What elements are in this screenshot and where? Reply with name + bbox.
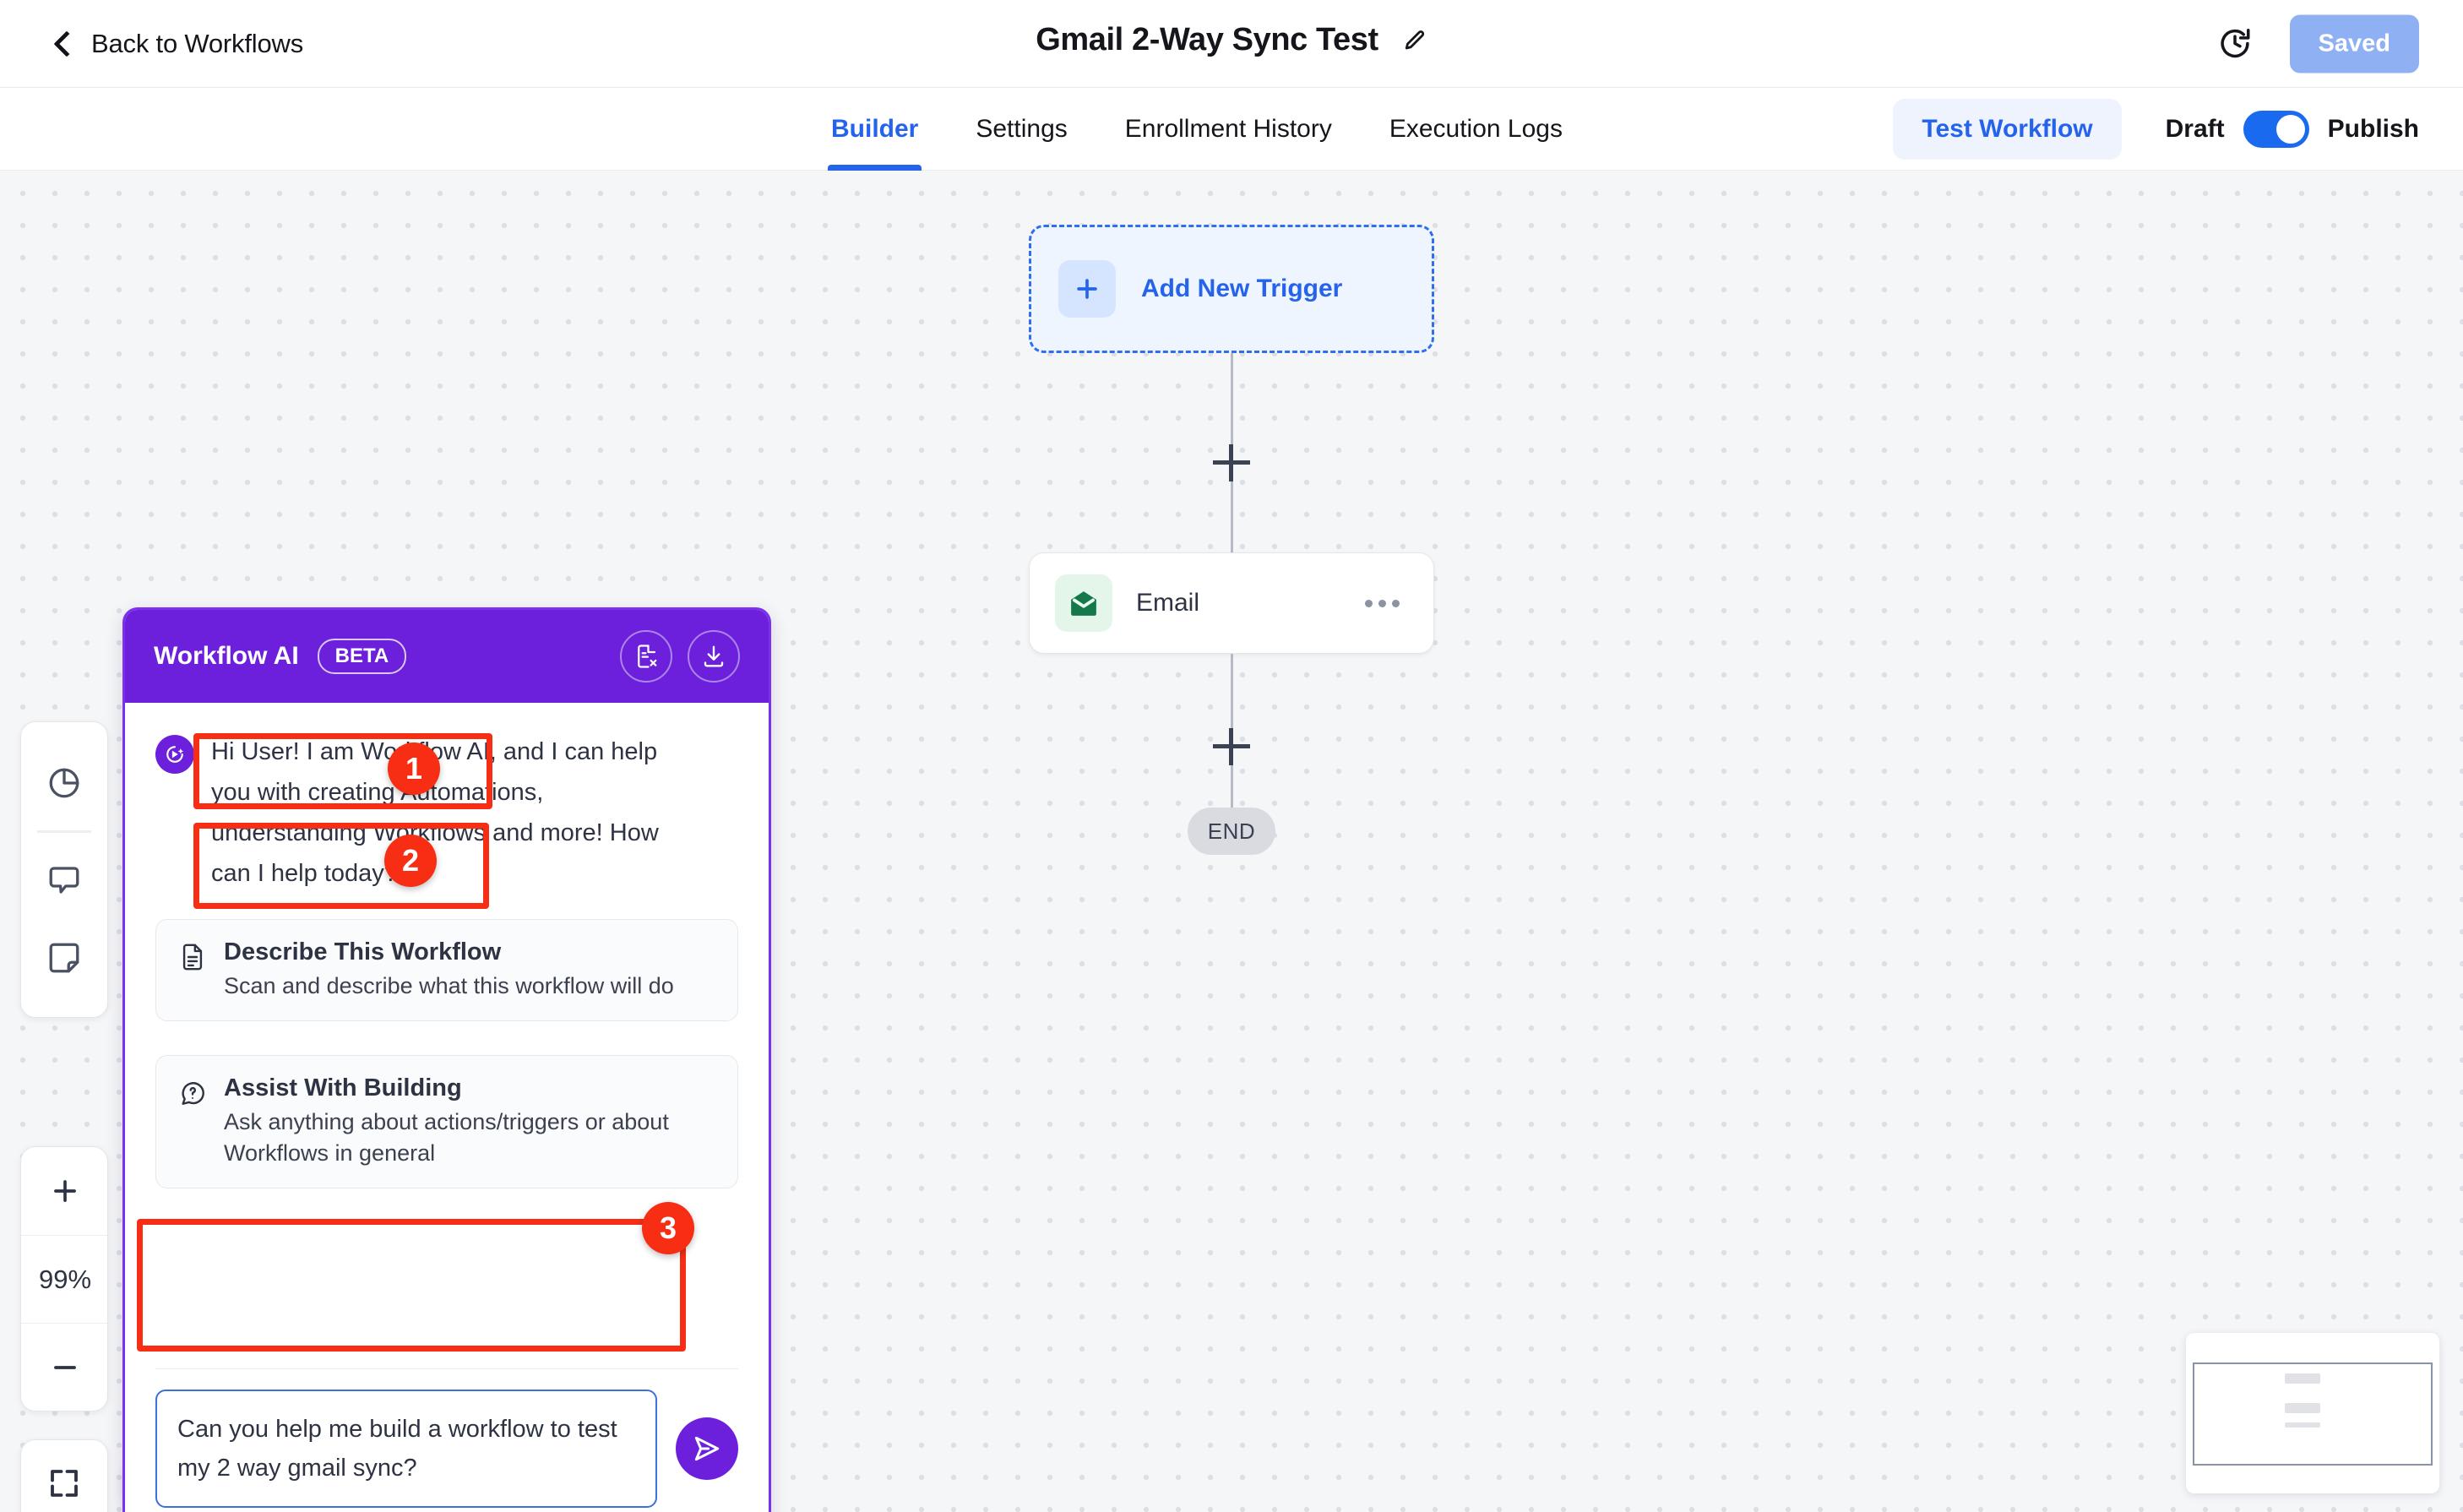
chat-input[interactable] [155, 1390, 657, 1508]
add-new-trigger-node[interactable]: Add New Trigger [1029, 225, 1434, 353]
zoom-controls: 99% [20, 1146, 108, 1411]
email-node-label: Email [1136, 589, 1200, 617]
connector-line [1230, 654, 1233, 728]
workflow-ai-header-actions [620, 630, 740, 683]
connector-line [1230, 353, 1233, 444]
tab-settings[interactable]: Settings [976, 115, 1068, 143]
tab-execution-logs[interactable]: Execution Logs [1389, 115, 1563, 143]
add-new-trigger-label: Add New Trigger [1141, 275, 1343, 302]
add-step-icon-2[interactable] [1213, 728, 1250, 765]
tab-bar-actions: Test Workflow Draft Publish [1893, 98, 2419, 160]
envelope-icon [1055, 574, 1112, 632]
workflow-title-group: Gmail 2-Way Sync Test [1036, 22, 1427, 58]
back-to-workflows-link[interactable]: Back to Workflows [53, 28, 303, 59]
minimap-node [2285, 1373, 2320, 1384]
document-text-icon [178, 943, 207, 1002]
chat-input-row [155, 1390, 738, 1508]
assist-card-title: Assist With Building [224, 1074, 462, 1101]
ellipsis-icon[interactable] [1357, 591, 1408, 616]
assist-card-text: Assist With Building Ask anything about … [224, 1074, 715, 1169]
clock-history-icon[interactable] [2217, 26, 2253, 62]
save-status-button[interactable]: Saved [2289, 14, 2419, 73]
assist-card-subtitle: Ask anything about actions/triggers or a… [224, 1109, 669, 1166]
page-title: Gmail 2-Way Sync Test [1036, 21, 1378, 57]
describe-card-title: Describe This Workflow [224, 938, 502, 965]
canvas-minimap[interactable] [2186, 1333, 2439, 1493]
test-workflow-button[interactable]: Test Workflow [1893, 98, 2122, 160]
divider [155, 1368, 738, 1369]
workflow-ai-body: Hi User! I am Workflow AI, and I can hel… [125, 703, 769, 1368]
zoom-in-button[interactable] [21, 1147, 107, 1235]
ai-greeting-text: Hi User! I am Workflow AI, and I can hel… [211, 738, 659, 887]
workflow-ai-avatar-icon [155, 735, 194, 774]
publish-toggle[interactable] [2243, 110, 2309, 148]
back-to-workflows-label: Back to Workflows [91, 28, 303, 58]
tab-builder[interactable]: Builder [802, 88, 947, 171]
tab-list: Builder Settings Enrollment History Exec… [802, 88, 1591, 171]
canvas-tools-panel [20, 721, 108, 1018]
note-icon[interactable] [20, 919, 108, 997]
document-clear-icon[interactable] [620, 630, 672, 683]
describe-card-subtitle: Scan and describe what this workflow wil… [224, 973, 674, 998]
tab-enrollment-history[interactable]: Enrollment History [1124, 115, 1332, 143]
tab-bar: Builder Settings Enrollment History Exec… [0, 88, 2463, 171]
zoom-out-button[interactable] [21, 1323, 107, 1411]
zoom-level-value: 99% [38, 1264, 92, 1294]
end-node: END [1188, 808, 1275, 855]
comment-icon[interactable] [20, 841, 108, 919]
minimap-node [2285, 1422, 2320, 1428]
pie-chart-icon[interactable] [20, 744, 108, 822]
top-bar: Back to Workflows Gmail 2-Way Sync Test … [0, 0, 2463, 88]
zoom-level-display: 99% [21, 1235, 107, 1323]
publish-label: Publish [2327, 114, 2419, 143]
draft-publish-toggle-group: Draft Publish [2165, 110, 2419, 148]
minimap-node [2285, 1403, 2320, 1413]
connector-line [1230, 765, 1233, 808]
chevron-left-icon [53, 30, 80, 57]
workflow-ai-panel: Workflow AI BETA [122, 607, 771, 1512]
send-icon[interactable] [676, 1417, 738, 1480]
workflow-ai-header: Workflow AI BETA [125, 610, 769, 703]
minimap-viewport [2193, 1362, 2433, 1466]
workflow-canvas[interactable]: Add New Trigger Email EN [0, 171, 2463, 1512]
plus-icon [1058, 260, 1116, 318]
workflow-flow: Add New Trigger Email EN [1029, 225, 1434, 855]
download-icon[interactable] [688, 630, 740, 683]
fit-screen-icon[interactable] [20, 1439, 108, 1512]
connector-line [1230, 481, 1233, 552]
describe-this-workflow-card[interactable]: Describe This Workflow Scan and describe… [155, 919, 738, 1021]
describe-card-text: Describe This Workflow Scan and describe… [224, 938, 674, 1002]
workflow-ai-footer: 23 out of 30 credits remaining. Credits … [125, 1368, 769, 1512]
assist-with-building-card[interactable]: Assist With Building Ask anything about … [155, 1055, 738, 1188]
toggle-knob [2275, 114, 2305, 144]
ai-suggestions: Describe This Workflow Scan and describe… [155, 919, 738, 1188]
pencil-icon[interactable] [1402, 27, 1427, 52]
beta-badge: BETA [317, 639, 407, 674]
draft-label: Draft [2165, 114, 2225, 143]
add-step-icon-1[interactable] [1213, 444, 1250, 481]
top-bar-actions: Saved [2217, 14, 2419, 73]
divider [37, 830, 91, 833]
chat-question-icon [178, 1079, 207, 1169]
email-action-node[interactable]: Email [1029, 552, 1434, 654]
workflow-ai-title: Workflow AI [154, 642, 299, 670]
ai-greeting: Hi User! I am Workflow AI, and I can hel… [155, 732, 738, 894]
